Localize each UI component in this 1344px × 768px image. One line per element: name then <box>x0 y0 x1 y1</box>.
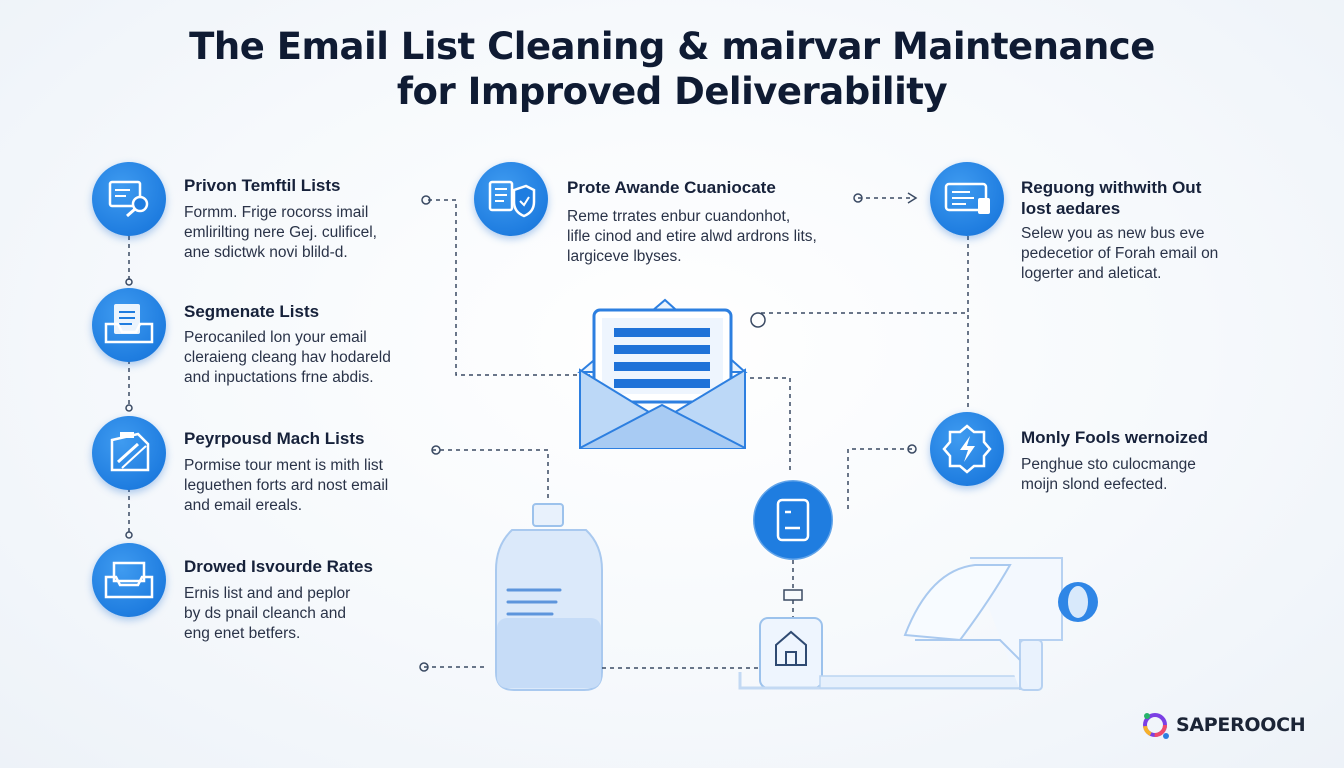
inbox-documents-icon <box>104 304 154 344</box>
left-item-icon-circle-1 <box>92 288 166 362</box>
left-item-desc-0: Formm. Frige rocorss imail emlirilting n… <box>184 204 377 261</box>
right-item-title-0: Reguong withwith Out lost aedares <box>1021 178 1202 218</box>
left-item-title-0: Privon Temftil Lists <box>184 176 341 195</box>
page-title-line2: for Improved Deliverability <box>396 70 948 113</box>
left-item-desc-3: Ernis list and and peplor by ds pnail cl… <box>184 585 351 642</box>
left-item-desc-2: Pormise tour ment is mith list leguethen… <box>184 457 389 514</box>
left-item-desc-1: Perocaniled lon your email cleraieng cle… <box>184 329 391 386</box>
envelope-illustration <box>577 298 748 449</box>
right-item-icon-circle-0 <box>930 162 1004 236</box>
brand-logo-mark <box>1143 713 1169 739</box>
right-item-desc-0: Selew you as new bus eve pedecetior of F… <box>1021 225 1219 282</box>
left-item-icon-circle-0 <box>92 162 166 236</box>
right-item-title-1: Monly Fools wernoized <box>1021 428 1209 447</box>
center-item-desc: Reme trrates enbur cuandonhot, lifle cin… <box>567 208 817 265</box>
brand-logo: SAPEROOCH <box>1140 710 1306 740</box>
left-item-icon-circle-2 <box>92 416 166 490</box>
cleaning-machine-illustration <box>738 557 1098 691</box>
left-item-icon-circle-3 <box>92 543 166 617</box>
right-item-desc-1: Penghue sto culocmange moijn slond eefec… <box>1021 456 1196 493</box>
left-item-title-3: Drowed Isvourde Rates <box>184 557 373 576</box>
jar-icon <box>776 498 810 542</box>
bottle-illustration <box>495 503 603 691</box>
brand-logo-text: SAPEROOCH <box>1176 714 1306 736</box>
left-item-title-2: Peyrpousd Mach Lists <box>184 429 365 448</box>
shield-check-icon <box>110 432 150 472</box>
documents-shield-icon <box>488 180 536 218</box>
page-title-line1: The Email List Cleaning & mairvar Mainte… <box>189 25 1155 68</box>
center-item-icon-circle <box>474 162 548 236</box>
envelope-tray-icon <box>104 561 154 599</box>
laptop-list-icon <box>944 182 990 214</box>
center-item-title: Prote Awande Cuaniocate <box>567 178 776 197</box>
right-item-icon-circle-1 <box>930 412 1004 486</box>
lightning-badge-icon <box>942 424 992 474</box>
house-box-illustration <box>759 617 823 689</box>
left-item-title-1: Segmenate Lists <box>184 302 320 321</box>
document-search-icon <box>108 180 149 218</box>
